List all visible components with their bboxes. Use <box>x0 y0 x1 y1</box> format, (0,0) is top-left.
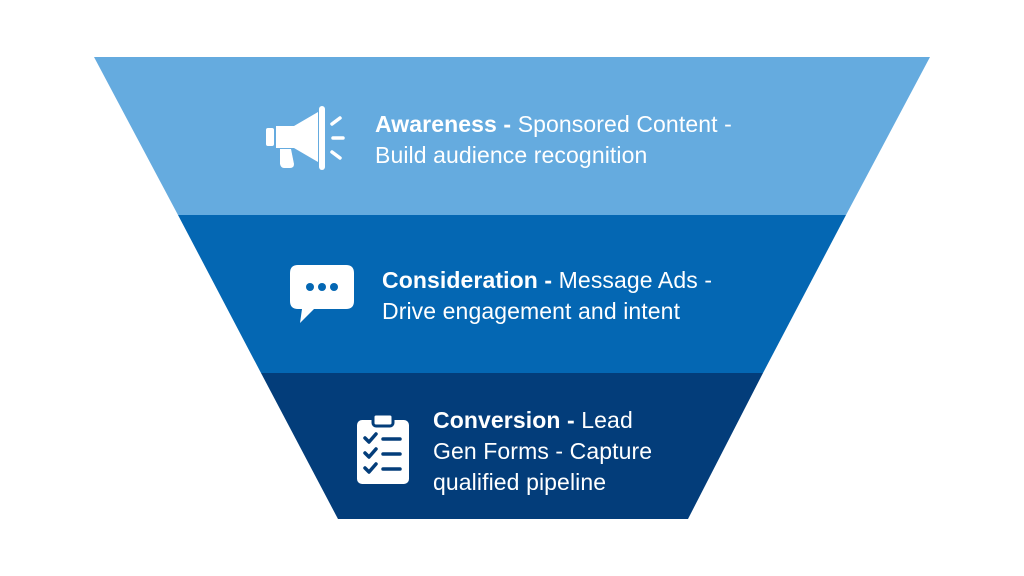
awareness-stage-text: Awareness - Sponsored Content - Build au… <box>375 109 795 171</box>
consideration-line-1-rest: Message Ads - <box>552 267 713 293</box>
consideration-line-2: Drive engagement and intent <box>382 298 681 324</box>
chat-bubble-icon <box>290 265 354 323</box>
consideration-line-1: Consideration - Message Ads - <box>382 265 782 296</box>
awareness-line-1-rest: Sponsored Content - <box>511 111 732 137</box>
clipboard-checklist-icon <box>357 414 409 484</box>
conversion-line-3: qualified pipeline <box>433 469 607 495</box>
conversion-stage-text: Conversion - Lead Gen Forms - Capture qu… <box>433 405 683 498</box>
conversion-title: Conversion - <box>433 407 575 433</box>
funnel-segment-consideration <box>178 215 846 373</box>
consideration-title: Consideration - <box>382 267 553 293</box>
awareness-line-2: Build audience recognition <box>375 142 648 168</box>
megaphone-icon <box>266 106 345 170</box>
funnel-segment-awareness <box>94 57 930 215</box>
awareness-line-1: Awareness - Sponsored Content - <box>375 109 795 140</box>
conversion-line-1: Conversion - Lead <box>433 405 683 436</box>
conversion-line-1-rest: Lead <box>574 407 633 433</box>
conversion-line-2: Gen Forms - Capture <box>433 438 653 464</box>
awareness-title: Awareness - <box>375 111 512 137</box>
consideration-stage-text: Consideration - Message Ads - Drive enga… <box>382 265 782 327</box>
